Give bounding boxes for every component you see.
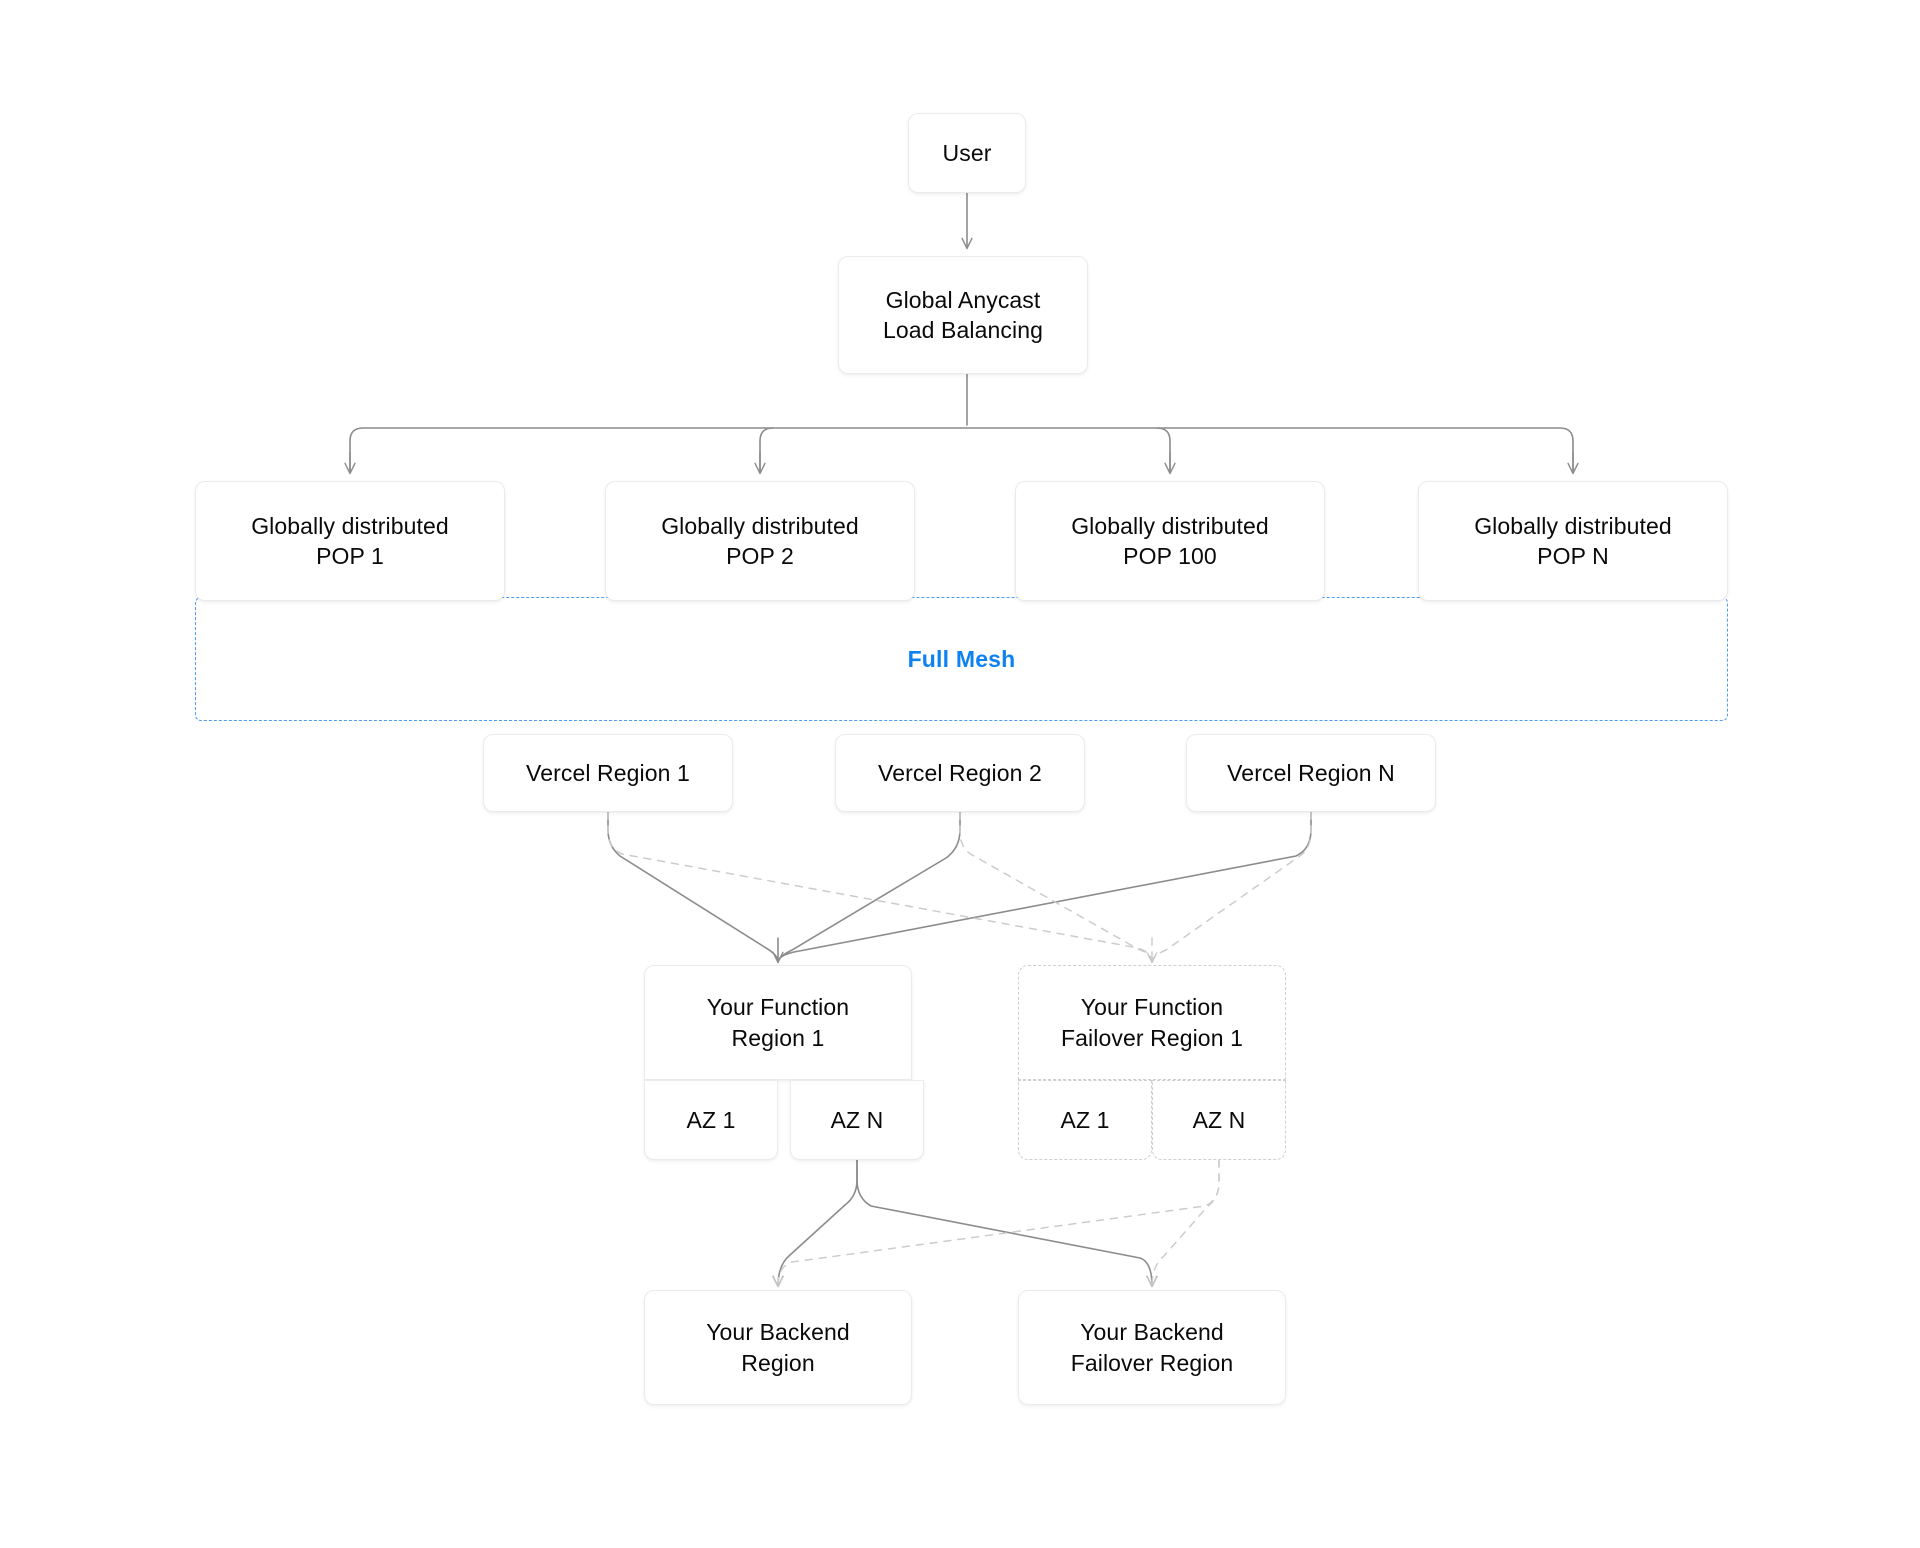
node-vercel-region-n[interactable]: Vercel Region N	[1186, 734, 1436, 812]
node-vercel-region-1[interactable]: Vercel Region 1	[483, 734, 733, 812]
node-pop-n[interactable]: Globally distributed POP N	[1418, 481, 1728, 601]
node-pop-2-label: Globally distributed POP 2	[661, 512, 859, 569]
node-your-backend-region-label: Your Backend Region	[706, 1319, 850, 1376]
node-pop-2[interactable]: Globally distributed POP 2	[605, 481, 915, 601]
node-pop-1-label: Globally distributed POP 1	[251, 512, 449, 569]
node-your-function-failover-region-1-label: Your Function Failover Region 1	[1061, 994, 1243, 1051]
node-function-az-1[interactable]: AZ 1	[644, 1080, 778, 1160]
node-vercel-region-2[interactable]: Vercel Region 2	[835, 734, 1085, 812]
group-full-mesh-label: Full Mesh	[907, 645, 1016, 672]
node-vercel-region-1-label: Vercel Region 1	[526, 759, 690, 786]
node-pop-1[interactable]: Globally distributed POP 1	[195, 481, 505, 601]
node-function-az-1-label: AZ 1	[686, 1106, 736, 1133]
node-pop-n-label: Globally distributed POP N	[1474, 512, 1672, 569]
node-failover-az-1-label: AZ 1	[1060, 1106, 1110, 1133]
node-vercel-region-2-label: Vercel Region 2	[878, 759, 1042, 786]
node-function-az-n[interactable]: AZ N	[790, 1080, 924, 1160]
node-vercel-region-n-label: Vercel Region N	[1227, 759, 1395, 786]
node-your-function-failover-region-1[interactable]: Your Function Failover Region 1	[1018, 965, 1286, 1080]
group-full-mesh: Full Mesh	[195, 597, 1728, 721]
node-failover-az-n-label: AZ N	[1192, 1106, 1246, 1133]
node-failover-az-1[interactable]: AZ 1	[1018, 1080, 1152, 1160]
node-your-backend-region[interactable]: Your Backend Region	[644, 1290, 912, 1405]
node-your-backend-failover-region-label: Your Backend Failover Region	[1070, 1319, 1234, 1376]
node-function-az-n-label: AZ N	[830, 1106, 884, 1133]
node-your-function-region-1-label: Your Function Region 1	[706, 994, 850, 1051]
node-user-label: User	[942, 139, 992, 166]
node-user[interactable]: User	[908, 113, 1026, 193]
node-pop-100[interactable]: Globally distributed POP 100	[1015, 481, 1325, 601]
node-your-backend-failover-region[interactable]: Your Backend Failover Region	[1018, 1290, 1286, 1405]
node-global-anycast-load-balancing-label: Global Anycast Load Balancing	[883, 286, 1043, 343]
node-global-anycast-load-balancing[interactable]: Global Anycast Load Balancing	[838, 256, 1088, 374]
node-failover-az-n[interactable]: AZ N	[1152, 1080, 1286, 1160]
node-pop-100-label: Globally distributed POP 100	[1071, 512, 1269, 569]
node-your-function-region-1[interactable]: Your Function Region 1	[644, 965, 912, 1080]
